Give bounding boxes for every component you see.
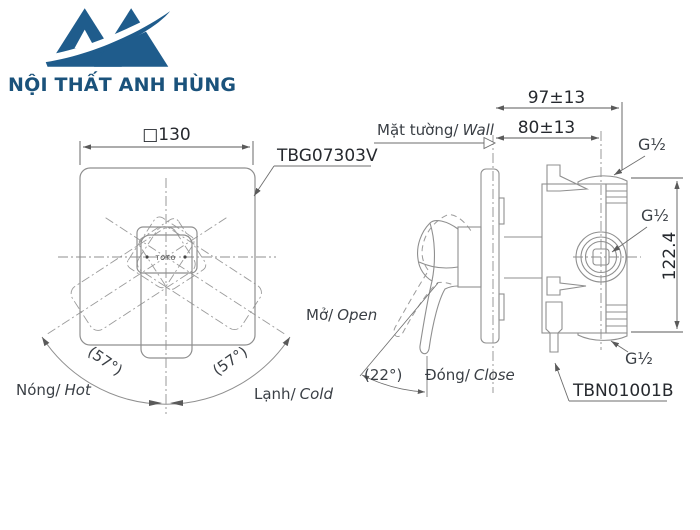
wall-label: Mặt tường/Wall: [377, 121, 494, 139]
dim-130: [79, 141, 254, 165]
dim-height-label: 122.4: [660, 231, 680, 281]
handle-phantom-right: [45, 217, 227, 336]
thread-bottom-label: G½: [625, 349, 653, 368]
cold-label-en: Cold: [299, 385, 333, 403]
handle-dot-left: [145, 255, 149, 259]
wall-label-vi: Mặt tường/: [377, 121, 459, 139]
top-mount-tab: [546, 164, 590, 192]
close-label-en: Close: [473, 366, 515, 384]
hot-label-en: Hot: [64, 381, 91, 399]
thread-mid-label: G½: [641, 206, 669, 225]
brand-mark: TOTO: [155, 255, 177, 262]
plate-side: [480, 168, 542, 344]
hot-label-vi: Nóng/: [16, 381, 61, 399]
thread-top-label: G½: [638, 135, 666, 154]
open-label-vi: Mở/: [306, 306, 334, 324]
dim-width-label: □130: [142, 125, 191, 145]
leaders-g-half: [610, 155, 648, 353]
front-model-label: TBG07303V: [277, 146, 378, 166]
handle-dot-right: [183, 255, 187, 259]
check-valve-fitting: [545, 301, 563, 353]
cold-label: Lạnh/Cold: [254, 385, 333, 403]
arc-center-arrow-left: [149, 400, 162, 406]
dim-97-label: 97±13: [527, 88, 586, 108]
dim-80-label: 80±13: [517, 118, 576, 138]
top-thread-flange: [577, 175, 628, 185]
handle-front: [136, 226, 198, 359]
dim-122: [631, 177, 683, 333]
front-view: TOTO: [41, 141, 371, 414]
bottom-thread-flange: [577, 332, 628, 341]
handle-side: [417, 220, 482, 355]
wall-label-en: Wall: [462, 121, 494, 139]
arc-center-arrow-right: [170, 400, 183, 406]
logo-mountain-icon: [42, 8, 172, 67]
dim-22: [359, 282, 439, 397]
hot-label: Nóng/Hot: [16, 381, 91, 399]
cold-label-vi: Lạnh/: [254, 385, 296, 403]
leader-wall: [374, 136, 497, 150]
leader-tbn: [554, 362, 667, 402]
handle-open-phantom: [393, 214, 472, 337]
close-label: Đóng/Close: [425, 366, 515, 384]
handle-phantom-left: [105, 216, 287, 336]
close-label-vi: Đóng/: [425, 366, 470, 384]
company-logo: NỘI THẤT ANH HÙNG: [8, 4, 237, 96]
angle-open-label: (22°): [364, 366, 403, 384]
valve-body: [541, 164, 628, 353]
open-label-en: Open: [337, 306, 378, 324]
side-model-label: TBN01001B: [573, 381, 674, 401]
mid-mount-tab: [546, 276, 587, 296]
side-view: [359, 102, 683, 402]
company-name: NỘI THẤT ANH HÙNG: [8, 74, 237, 96]
leader-tbg: [253, 165, 371, 197]
side-port-outer: [575, 231, 627, 283]
dim-97: [496, 102, 623, 170]
front-center-lines: [58, 178, 276, 414]
open-label: Mở/Open: [306, 306, 377, 324]
swing-arc: [41, 336, 291, 405]
